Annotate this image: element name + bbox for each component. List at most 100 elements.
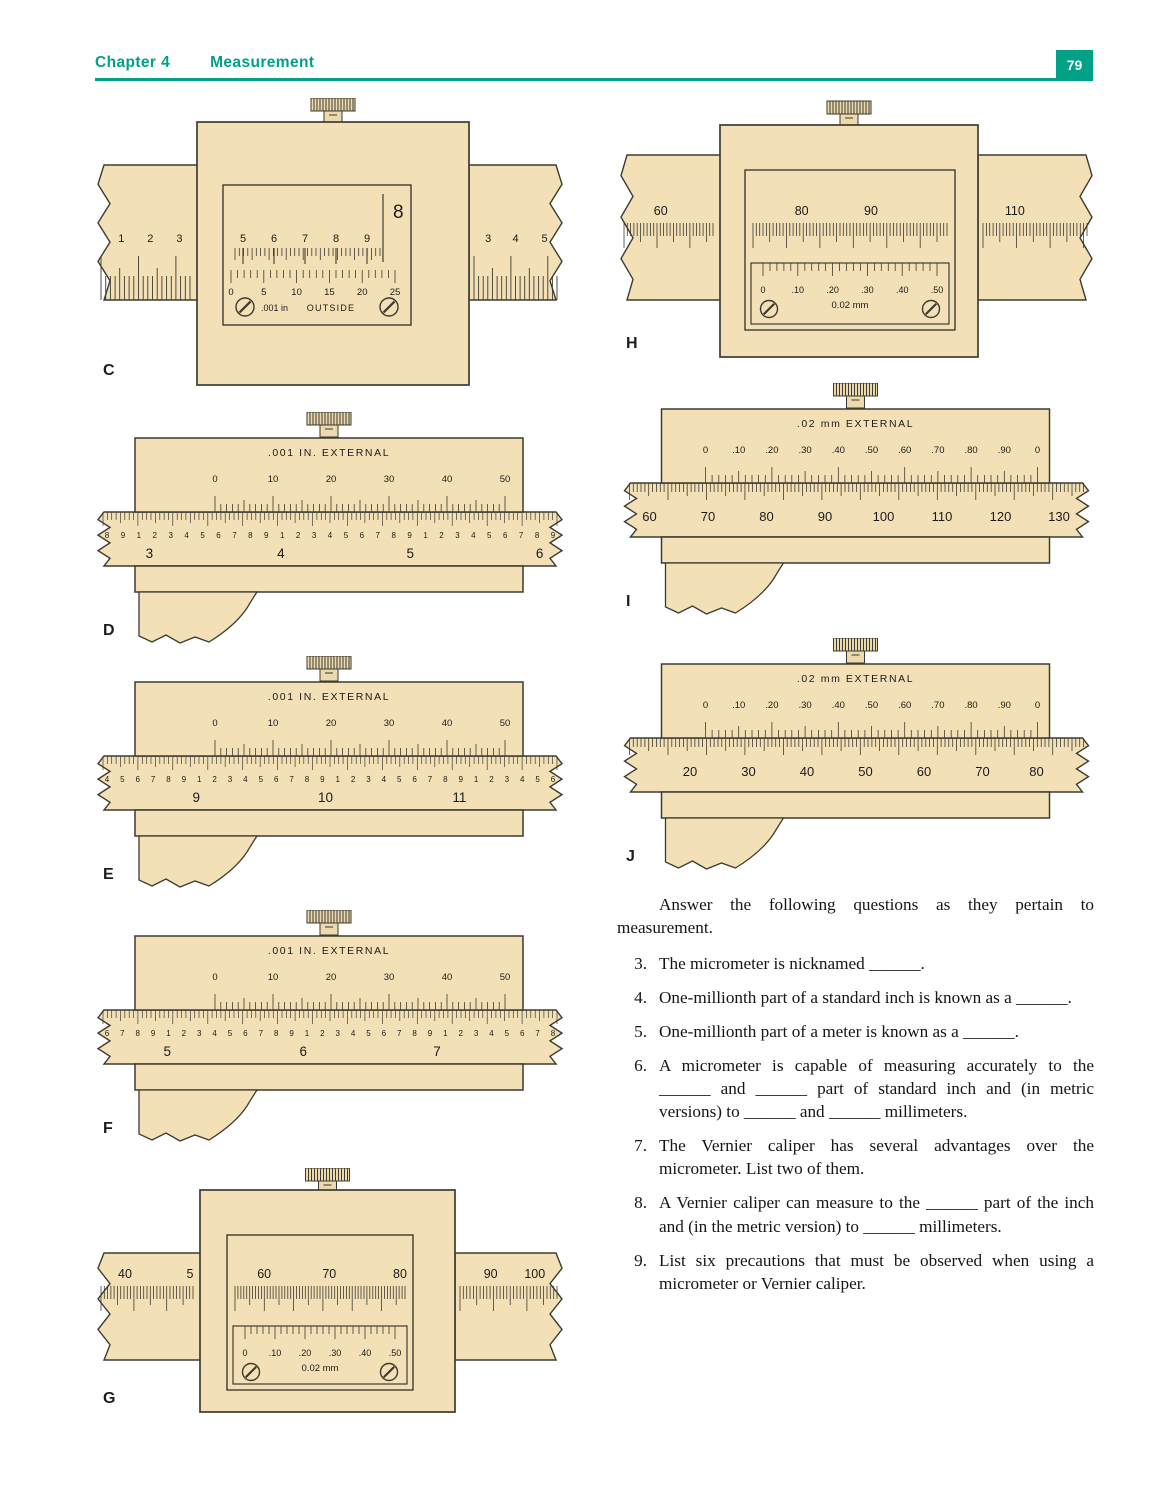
svg-text:10: 10 bbox=[268, 474, 279, 485]
svg-text:.90: .90 bbox=[998, 445, 1011, 456]
svg-text:7: 7 bbox=[302, 233, 308, 245]
svg-text:4: 4 bbox=[243, 775, 248, 784]
svg-text:2: 2 bbox=[351, 775, 356, 784]
question-text: List six precautions that must be observ… bbox=[659, 1250, 1094, 1293]
svg-text:60: 60 bbox=[917, 764, 931, 779]
svg-text:4: 4 bbox=[382, 775, 387, 784]
svg-text:6: 6 bbox=[243, 1029, 248, 1038]
svg-text:60: 60 bbox=[257, 1267, 271, 1281]
svg-text:40: 40 bbox=[442, 972, 453, 983]
svg-text:50: 50 bbox=[500, 474, 511, 485]
svg-text:6: 6 bbox=[536, 546, 544, 561]
svg-text:.10: .10 bbox=[732, 445, 745, 456]
page-number: 79 bbox=[1066, 56, 1083, 73]
svg-text:7: 7 bbox=[259, 1029, 264, 1038]
svg-text:6: 6 bbox=[520, 1029, 525, 1038]
question-text: The Vernier caliper has several advantag… bbox=[659, 1136, 1094, 1179]
svg-text:8: 8 bbox=[443, 775, 448, 784]
svg-text:1: 1 bbox=[423, 531, 428, 540]
figure-label-I: I bbox=[626, 593, 631, 610]
question-text: One-millionth part of a meter is known a… bbox=[659, 1022, 1019, 1042]
svg-text:.10: .10 bbox=[269, 1348, 282, 1358]
question-item-7: 7. The Vernier caliper has several advan… bbox=[617, 1134, 1094, 1180]
figure-label-F: F bbox=[103, 1120, 113, 1137]
svg-text:7: 7 bbox=[376, 531, 381, 540]
svg-text:3: 3 bbox=[228, 775, 233, 784]
svg-text:.50: .50 bbox=[865, 700, 878, 711]
questions-intro: Answer the following questions as they p… bbox=[617, 895, 1094, 938]
svg-text:1: 1 bbox=[280, 531, 285, 540]
svg-text:80: 80 bbox=[393, 1267, 407, 1281]
svg-text:9: 9 bbox=[182, 775, 187, 784]
svg-text:8: 8 bbox=[535, 531, 540, 540]
svg-text:100: 100 bbox=[873, 509, 895, 524]
svg-text:.60: .60 bbox=[898, 445, 911, 456]
svg-text:9: 9 bbox=[264, 531, 269, 540]
svg-text:3: 3 bbox=[168, 531, 173, 540]
question-number: 3. bbox=[634, 954, 647, 974]
svg-text:.20: .20 bbox=[765, 445, 778, 456]
svg-text:90: 90 bbox=[864, 204, 878, 218]
question-number: 9. bbox=[634, 1250, 647, 1270]
svg-text:1: 1 bbox=[137, 531, 142, 540]
svg-text:8: 8 bbox=[136, 1029, 141, 1038]
svg-text:.30: .30 bbox=[798, 445, 811, 456]
svg-text:110: 110 bbox=[932, 509, 953, 524]
svg-text:5: 5 bbox=[228, 1029, 233, 1038]
svg-text:80: 80 bbox=[759, 509, 773, 524]
svg-text:0.02 mm: 0.02 mm bbox=[302, 1363, 339, 1374]
svg-text:9: 9 bbox=[289, 1029, 294, 1038]
question-item-6: 6. A micrometer is capable of measuring … bbox=[617, 1054, 1094, 1123]
section-label: Measurement bbox=[210, 54, 315, 71]
svg-text:20: 20 bbox=[683, 764, 697, 779]
question-item-8: 8. A Vernier caliper can measure to the … bbox=[617, 1191, 1094, 1237]
svg-text:8: 8 bbox=[248, 531, 253, 540]
svg-text:8: 8 bbox=[391, 531, 396, 540]
svg-text:9: 9 bbox=[551, 531, 556, 540]
svg-text:5: 5 bbox=[366, 1029, 371, 1038]
svg-text:.10: .10 bbox=[732, 700, 745, 711]
svg-text:5: 5 bbox=[397, 775, 402, 784]
question-number: 8. bbox=[634, 1193, 647, 1213]
svg-text:0: 0 bbox=[1035, 700, 1040, 711]
svg-text:.20: .20 bbox=[826, 285, 839, 295]
svg-text:100: 100 bbox=[524, 1267, 545, 1281]
svg-text:7: 7 bbox=[397, 1029, 402, 1038]
svg-text:3: 3 bbox=[312, 531, 317, 540]
svg-text:6: 6 bbox=[299, 1044, 307, 1059]
svg-text:9: 9 bbox=[428, 1029, 433, 1038]
svg-text:110: 110 bbox=[1005, 204, 1025, 218]
svg-text:6: 6 bbox=[503, 531, 508, 540]
svg-text:2: 2 bbox=[147, 233, 153, 245]
svg-text:6: 6 bbox=[412, 775, 417, 784]
svg-text:4: 4 bbox=[212, 1029, 217, 1038]
svg-text:.80: .80 bbox=[964, 445, 977, 456]
svg-text:7: 7 bbox=[120, 1029, 125, 1038]
svg-text:OUTSIDE: OUTSIDE bbox=[307, 303, 355, 313]
question-item-3: 3. The micrometer is nicknamed ______. bbox=[617, 952, 1094, 975]
svg-text:2: 2 bbox=[439, 531, 444, 540]
figure-label-J: J bbox=[626, 848, 635, 865]
svg-text:3: 3 bbox=[176, 233, 182, 245]
svg-text:8: 8 bbox=[274, 1029, 279, 1038]
question-number: 7. bbox=[634, 1136, 647, 1156]
svg-text:3: 3 bbox=[146, 546, 154, 561]
svg-text:1: 1 bbox=[335, 775, 340, 784]
svg-text:7: 7 bbox=[433, 1044, 441, 1059]
svg-text:10: 10 bbox=[318, 790, 333, 805]
svg-text:90: 90 bbox=[818, 509, 832, 524]
svg-text:9: 9 bbox=[151, 1029, 156, 1038]
svg-text:5: 5 bbox=[542, 233, 548, 245]
svg-text:9: 9 bbox=[121, 531, 126, 540]
svg-text:1: 1 bbox=[118, 233, 124, 245]
svg-text:15: 15 bbox=[324, 287, 335, 298]
svg-text:40: 40 bbox=[442, 474, 453, 485]
